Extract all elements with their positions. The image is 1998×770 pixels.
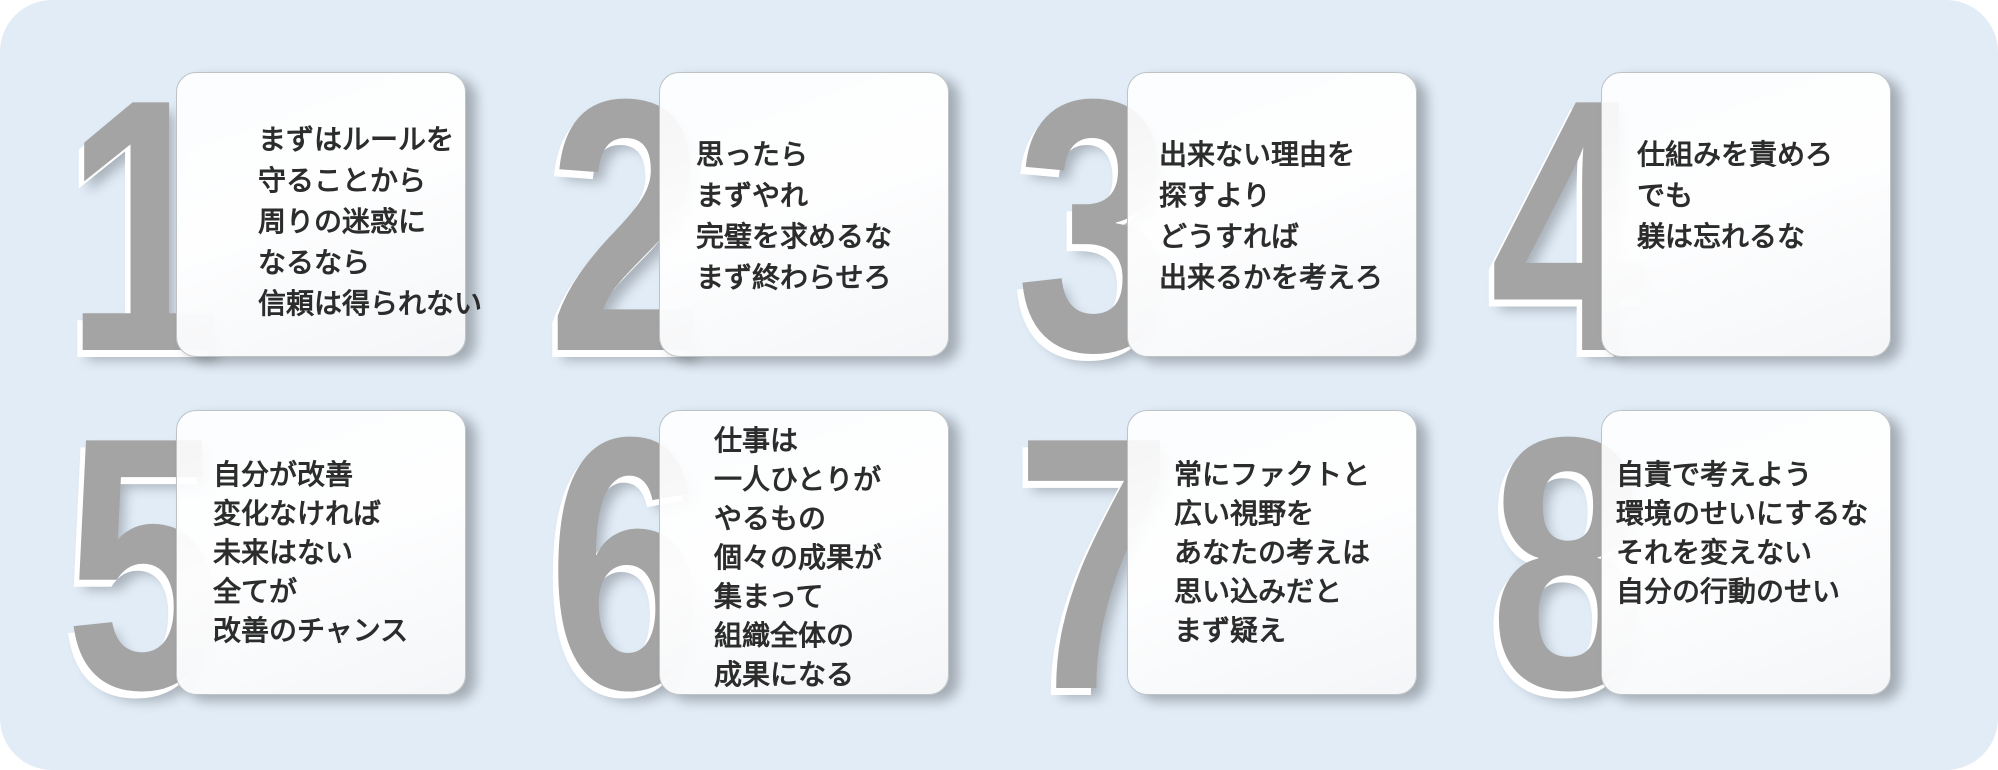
rule-line: 信頼は得られない — [258, 287, 483, 320]
rule-card-6: 仕事は 一人ひとりが やるもの 個々の成果が 集まって 組織全体の 成果になる — [659, 410, 949, 695]
rule-line: まずやれ — [696, 179, 809, 212]
rule-text-2: 思ったら まずやれ 完璧を求めるな まず終わらせろ — [696, 134, 892, 298]
rule-text-4: 仕組みを責めろ でも 躾は忘れるな — [1637, 134, 1833, 257]
rule-line: 自分が改善 — [213, 458, 354, 491]
rule-line: 自責で考えよう — [1616, 458, 1813, 491]
rule-line: 出来るかを考えろ — [1159, 261, 1384, 294]
rule-card-1: まずはルールを 守ることから 周りの迷惑に なるなら 信頼は得られない — [176, 72, 482, 357]
rule-line: まず終わらせろ — [696, 261, 892, 294]
rule-line: 組織全体の — [714, 619, 855, 652]
rule-item-4: 4 仕組みを責めろ でも 躾は忘れるな — [1490, 46, 1910, 406]
rule-item-1: 1 まずはルールを 守ることから 周りの迷惑に なるなら 信頼は得られない — [65, 46, 485, 406]
rule-line: 思ったら — [696, 138, 809, 171]
rule-line: 一人ひとりが — [714, 463, 882, 496]
rule-card-3: 出来ない理由を 探すより どうすれば 出来るかを考えろ — [1127, 72, 1417, 357]
rule-line: 自分の行動のせい — [1616, 575, 1841, 608]
rule-line: まず疑え — [1174, 614, 1287, 647]
rule-line: でも — [1637, 179, 1694, 212]
rule-text-7: 常にファクトと 広い視野を あなたの考えは 思い込みだと まず疑え — [1174, 455, 1370, 650]
rule-item-3: 3 出来ない理由を 探すより どうすれば 出来るかを考えろ — [1016, 46, 1436, 406]
rule-line: 個々の成果が — [714, 541, 883, 574]
rule-line: 集まって — [714, 580, 824, 613]
rule-line: 守ることから — [258, 164, 427, 197]
rule-line: 成果になる — [714, 658, 855, 691]
rule-item-6: 6 仕事は 一人ひとりが やるもの 個々の成果が 集まって 組織全体の 成果にな… — [548, 384, 968, 744]
rule-line: やるもの — [714, 502, 827, 535]
rule-line: まずはルールを — [258, 123, 455, 156]
rule-text-1: まずはルールを 守ることから 周りの迷惑に なるなら 信頼は得られない — [258, 119, 482, 324]
rule-text-3: 出来ない理由を 探すより どうすれば 出来るかを考えろ — [1159, 134, 1383, 298]
rule-line: どうすれば — [1159, 220, 1300, 253]
rule-line: 広い視野を — [1174, 497, 1315, 530]
rule-line: 探すより — [1159, 179, 1271, 212]
rule-card-4: 仕組みを責めろ でも 躾は忘れるな — [1601, 72, 1891, 357]
rule-line: 全てが — [213, 575, 298, 608]
rule-item-2: 2 思ったら まずやれ 完璧を求めるな まず終わらせろ — [548, 46, 968, 406]
rule-text-8: 自責で考えよう 環境のせいにするな それを変えない 自分の行動のせい — [1616, 455, 1868, 611]
rule-line: 周りの迷惑に — [258, 205, 427, 238]
rule-line: なるなら — [258, 246, 371, 279]
rule-line: 思い込みだと — [1174, 575, 1343, 608]
rule-item-7: 7 常にファクトと 広い視野を あなたの考えは 思い込みだと まず疑え — [1016, 384, 1436, 744]
rule-line: 環境のせいにするな — [1616, 497, 1869, 530]
rule-card-5: 自分が改善 変化なければ 未来はない 全てが 改善のチャンス — [176, 410, 466, 695]
rule-line: 躾は忘れるな — [1637, 220, 1806, 253]
rule-line: 常にファクトと — [1174, 458, 1371, 491]
rule-item-5: 5 自分が改善 変化なければ 未来はない 全てが 改善のチャンス — [65, 384, 485, 744]
rule-card-7: 常にファクトと 広い視野を あなたの考えは 思い込みだと まず疑え — [1127, 410, 1417, 695]
rule-line: 改善のチャンス — [213, 614, 409, 647]
rule-line: 仕組みを責めろ — [1637, 138, 1834, 171]
rule-line: 仕事は — [714, 424, 799, 457]
rule-line: 出来ない理由を — [1159, 138, 1356, 171]
rule-line: 未来はない — [213, 536, 354, 569]
rule-card-8: 自責で考えよう 環境のせいにするな それを変えない 自分の行動のせい — [1601, 410, 1891, 695]
rule-item-8: 8 自責で考えよう 環境のせいにするな それを変えない 自分の行動のせい — [1490, 384, 1910, 744]
rule-text-6: 仕事は 一人ひとりが やるもの 個々の成果が 集まって 組織全体の 成果になる — [714, 421, 882, 694]
rule-card-2: 思ったら まずやれ 完璧を求めるな まず終わらせろ — [659, 72, 949, 357]
rule-line: それを変えない — [1616, 536, 1813, 569]
rule-line: 完璧を求めるな — [696, 220, 893, 253]
rule-text-5: 自分が改善 変化なければ 未来はない 全てが 改善のチャンス — [213, 455, 408, 650]
rule-line: 変化なければ — [213, 497, 382, 530]
rule-line: あなたの考えは — [1174, 536, 1371, 569]
